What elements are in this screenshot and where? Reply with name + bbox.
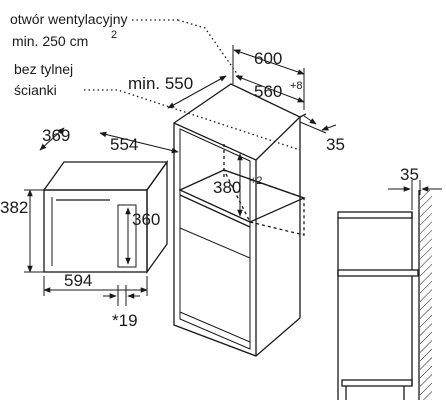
dim-panel-gap-arrow-bottom: [321, 124, 337, 131]
side-dim-gap-label: 35: [400, 165, 419, 184]
dim-top-width-line: [99, 131, 179, 154]
cabinet-niche-outline: [222, 168, 305, 236]
side-bottom-panel: [341, 379, 413, 387]
cabinet-drawing: 600 min. 550 560 +8 35 380 +2: [128, 45, 345, 357]
cabinet-right-top-edge: [255, 116, 301, 161]
dim-niche-width-tolerance: +8: [290, 80, 303, 92]
ventilation-note-superscript: 2: [111, 29, 117, 41]
dim-top-width-label: 554: [110, 135, 138, 154]
dim-depth-line: [39, 127, 65, 151]
no-back-panel-note-line1: bez tylnej: [14, 61, 73, 77]
cabinet-outline: [173, 83, 301, 357]
appliance-top-face: [42, 161, 169, 191]
dim-offset-label: *19: [112, 311, 138, 330]
appliance-door-frame: [117, 204, 137, 268]
dim-depth-label: 369: [42, 126, 70, 145]
cabinet-front-top-edge: [173, 122, 257, 161]
side-top-panel: [337, 211, 413, 219]
dim-niche-width-line: [235, 75, 305, 103]
cabinet-back-slot: [299, 113, 307, 118]
dim-bottom-width-label: 594: [64, 271, 92, 290]
ventilation-leader-arrow: [177, 19, 241, 79]
side-shelf-panel: [337, 269, 419, 277]
dim-cabinet-width-line: [233, 49, 305, 75]
dim-niche-width-label: 560: [254, 82, 282, 101]
cabinet-shelf: [178, 169, 306, 223]
no-back-panel-note-line2: ścianki: [14, 82, 57, 98]
appliance-drawing: 369 554 382 360 594 *19: [0, 126, 179, 330]
dim-niche-height-label: 380: [213, 178, 241, 197]
dim-inner-height-label: 360: [132, 210, 160, 229]
ventilation-note-line2: min. 250 cm: [12, 33, 88, 49]
no-back-panel-note: bez tylnej ścianki: [14, 61, 301, 151]
wall-hatching: [420, 190, 432, 400]
appliance-front-face: [43, 189, 148, 273]
cabinet-lower-compartment: [179, 227, 251, 343]
ventilation-note-line1: otwór wentylacyjny: [10, 11, 128, 27]
dim-panel-gap-arrow-top: [303, 115, 317, 125]
appliance-side-face: [146, 159, 168, 275]
dim-cabinet-depth-line: [167, 75, 227, 109]
dim-niche-height-tolerance: +2: [250, 175, 263, 187]
ventilation-note: otwór wentylacyjny min. 250 cm 2: [10, 11, 241, 79]
dim-panel-gap-label: 35: [326, 135, 345, 154]
dim-panel-gap-ext: [299, 121, 327, 134]
cabinet-shelf-front: [179, 194, 251, 228]
dim-cabinet-depth-label: min. 550: [128, 74, 193, 93]
side-view-drawing: 35: [337, 165, 442, 400]
dim-cabinet-width-label: 600: [254, 49, 282, 68]
dim-height-label: 382: [0, 198, 28, 217]
